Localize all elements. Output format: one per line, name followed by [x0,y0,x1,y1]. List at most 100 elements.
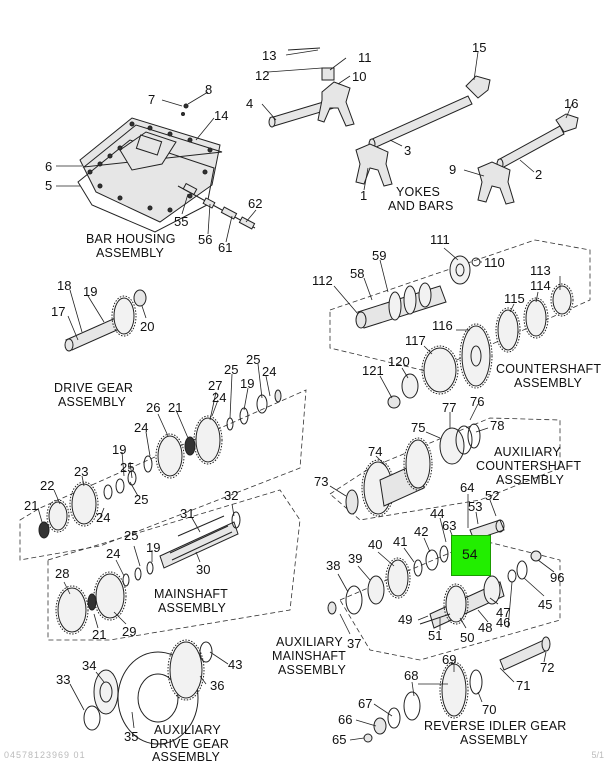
caption-reverse-idler-line2: ASSEMBLY [460,733,529,747]
callout-21a: 21 [168,400,182,415]
callout-67: 67 [358,696,372,711]
input-shaft-drive-gear [64,289,147,352]
callout-8: 8 [205,82,212,97]
caption-mainshaft-line1: MAINSHAFT [154,587,228,601]
caption-mainshaft-line2: ASSEMBLY [158,601,227,615]
callout-27: 27 [208,378,222,393]
callout-76: 76 [470,394,484,409]
callout-62: 62 [248,196,262,211]
bar-housing-shaft-parts [177,182,256,230]
callout-19b: 19 [240,376,254,391]
shift-bar-2 [477,113,579,205]
footer-page-ref: 5/1 [591,750,604,760]
callout-50: 50 [460,630,474,645]
callout-30: 30 [196,562,210,577]
callout-24e: 24 [106,546,120,561]
callout-53: 53 [468,499,482,514]
shift-bar-3 [355,75,491,187]
callout-74: 74 [368,444,382,459]
callout-78: 78 [490,418,504,433]
callout-3: 3 [404,143,411,158]
callout-114: 114 [530,278,551,293]
countershaft-boundary [329,239,591,373]
callout-41: 41 [393,534,407,549]
callout-5: 5 [45,178,52,193]
callout-17: 17 [51,304,65,319]
callout-37: 37 [347,636,361,651]
highlighted-part-label: 54 [462,546,478,562]
callout-12: 12 [255,68,269,83]
countershaft-gears [387,283,574,409]
callout-24d: 24 [96,510,110,525]
callout-25d: 25 [134,492,148,507]
callout-20: 20 [140,319,154,334]
callout-7: 7 [148,92,155,107]
callout-120: 120 [388,354,410,369]
mainshaft [55,511,241,635]
callout-14: 14 [214,108,228,123]
callout-48: 48 [478,620,492,635]
caption-bar-housing-line2: ASSEMBLY [96,246,165,260]
callout-numbers: 13 11 12 10 15 8 7 4 14 16 3 6 5 9 2 1 5… [24,40,578,747]
callout-32: 32 [224,488,238,503]
callout-21c: 21 [92,627,106,642]
callout-34: 34 [82,658,96,673]
callout-51: 51 [428,628,442,643]
callout-19d: 19 [146,540,160,555]
callout-75: 75 [411,420,425,435]
callout-21b: 21 [24,498,38,513]
callout-61: 61 [218,240,232,255]
caption-reverse-idler-line1: REVERSE IDLER GEAR [424,719,567,733]
drive-gear-boundary [19,389,307,561]
caption-bar-housing-line1: BAR HOUSING [86,232,176,246]
callout-19: 19 [83,284,97,299]
callout-70: 70 [482,702,496,717]
callout-66: 66 [338,712,352,727]
mainshaft-boundary [47,489,301,641]
callout-4: 4 [246,96,253,111]
callout-36: 36 [210,678,224,693]
callout-28: 28 [55,566,69,581]
callout-47: 47 [496,605,510,620]
caption-aux-mainshaft-line1: AUXILIARY [276,635,343,649]
callout-113: 113 [530,263,551,278]
callout-121: 121 [362,363,384,378]
callout-24c: 24 [134,420,148,435]
callout-24b: 24 [212,390,226,405]
callout-58: 58 [350,266,364,281]
callout-112: 112 [312,273,333,288]
callout-111: 111 [430,232,450,247]
callout-25c: 25 [120,460,134,475]
caption-aux-drive-gear-line2: DRIVE GEAR [150,737,229,751]
callout-22: 22 [40,478,54,493]
callout-13: 13 [262,48,276,63]
callout-33: 33 [56,672,70,687]
callout-29: 29 [122,624,136,639]
callout-16: 16 [564,96,578,111]
caption-aux-countershaft-line2: COUNTERSHAFT [476,459,581,473]
callout-38: 38 [326,558,340,573]
callout-49: 49 [398,612,412,627]
caption-countershaft-line1: COUNTERSHAFT [496,362,601,376]
callout-9: 9 [449,162,456,177]
caption-yokes-and-bars-line2: AND BARS [388,199,454,213]
callout-96: 96 [550,570,564,585]
caption-aux-drive-gear-line3: ASSEMBLY [152,750,221,761]
callout-25b: 25 [224,362,238,377]
callout-39: 39 [348,551,362,566]
callout-73: 73 [314,474,328,489]
callout-2: 2 [535,167,542,182]
countershaft [355,255,481,329]
callout-46: 46 [496,615,510,630]
callout-23: 23 [74,464,88,479]
caption-yokes-and-bars-line1: YOKES [396,185,440,199]
callout-35: 35 [124,729,138,744]
callout-31: 31 [180,506,194,521]
callout-15: 15 [472,40,486,55]
caption-aux-mainshaft-line2: MAINSHAFT [272,649,346,663]
callout-26: 26 [146,400,160,415]
callout-63: 63 [442,518,456,533]
highlighted-part-54[interactable]: 54 [451,535,491,576]
